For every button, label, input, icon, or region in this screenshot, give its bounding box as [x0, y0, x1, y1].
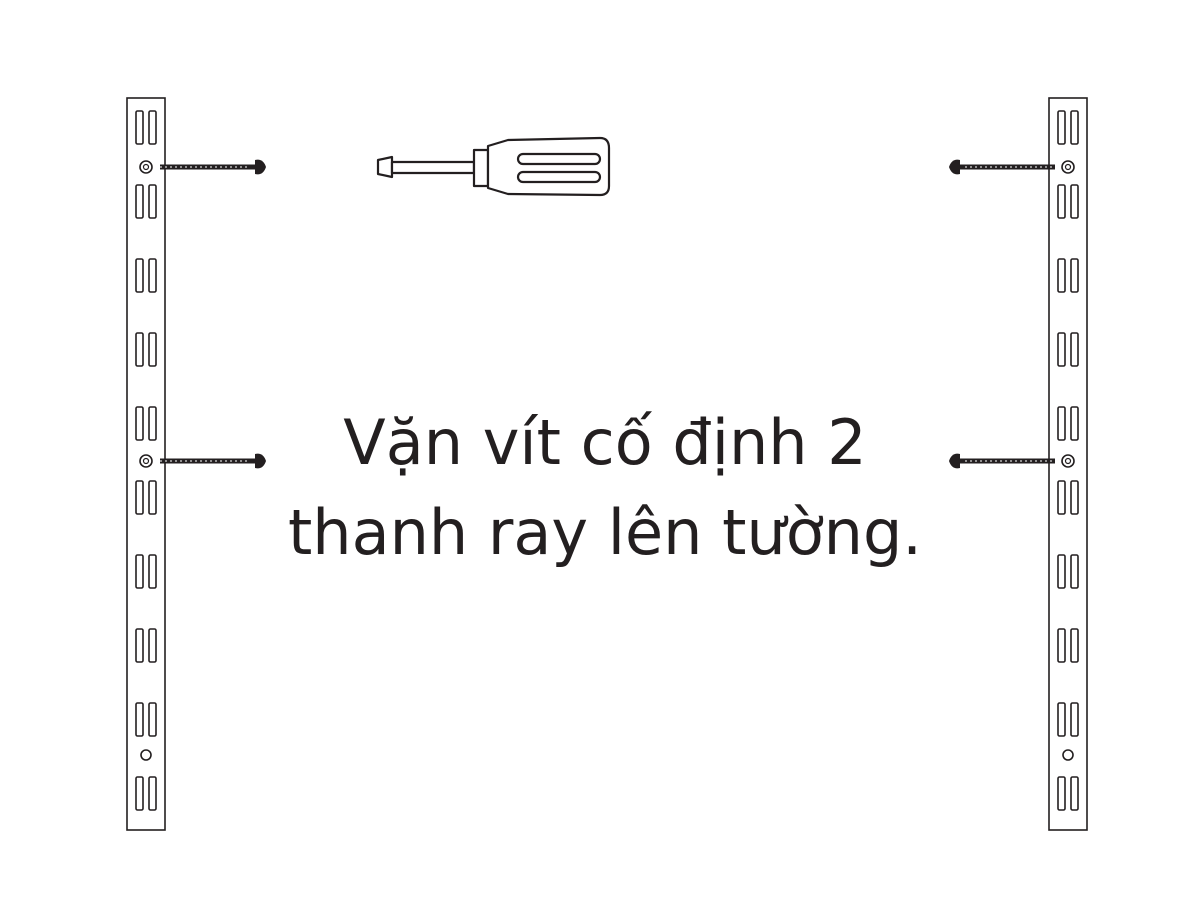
- rail-slot: [1057, 184, 1066, 219]
- rail-slot: [135, 110, 144, 145]
- screw-icon: [139, 159, 266, 175]
- rail-slot: [135, 406, 144, 441]
- rail-slot: [135, 554, 144, 589]
- rail-slot: [1057, 332, 1066, 367]
- rail-slot: [1057, 110, 1066, 145]
- screw-icon: [949, 159, 1075, 175]
- instruction-text: Vặn vít cố định 2 thanh ray lên tường.: [200, 398, 1010, 578]
- instruction-line-2: thanh ray lên tường.: [287, 496, 923, 569]
- rail-slot: [1057, 258, 1066, 293]
- rail-slot: [1070, 110, 1079, 145]
- rail-slot: [1070, 258, 1079, 293]
- rail-slot: [1070, 184, 1079, 219]
- screwdriver-icon: [376, 136, 611, 197]
- left-rail-icon: [126, 97, 166, 831]
- rail-slot: [135, 258, 144, 293]
- instruction-line-1: Vặn vít cố định 2: [343, 406, 867, 479]
- rail-slot: [148, 184, 157, 219]
- rail-slot: [1057, 406, 1066, 441]
- rail-slot: [135, 702, 144, 737]
- rail-slot: [1070, 776, 1079, 811]
- rail-slot: [135, 332, 144, 367]
- rail-slot: [1070, 332, 1079, 367]
- rail-slot: [148, 628, 157, 663]
- rail-slot: [148, 406, 157, 441]
- rail-slot: [1057, 702, 1066, 737]
- rail-slot: [135, 184, 144, 219]
- rail-slot: [1070, 480, 1079, 515]
- rail-slot: [148, 332, 157, 367]
- rail-slot: [148, 258, 157, 293]
- left-rail-slots: [135, 110, 157, 811]
- rail-slot: [148, 480, 157, 515]
- rail-slot: [1057, 554, 1066, 589]
- screw-icon: [139, 453, 266, 469]
- rail-slot: [1070, 554, 1079, 589]
- rail-slot: [1057, 480, 1066, 515]
- rail-slot: [135, 480, 144, 515]
- rail-slot: [148, 554, 157, 589]
- rail-slot: [1057, 776, 1066, 811]
- right-rail-slots: [1057, 110, 1079, 811]
- rail-slot: [1070, 406, 1079, 441]
- rail-slot: [1057, 628, 1066, 663]
- rail-slot: [148, 702, 157, 737]
- screw-icon: [949, 453, 1075, 469]
- rail-slot: [148, 110, 157, 145]
- rail-slot: [135, 628, 144, 663]
- rail-slot: [1070, 628, 1079, 663]
- rail-slot: [148, 776, 157, 811]
- rail-slot: [1070, 702, 1079, 737]
- rail-slot: [135, 776, 144, 811]
